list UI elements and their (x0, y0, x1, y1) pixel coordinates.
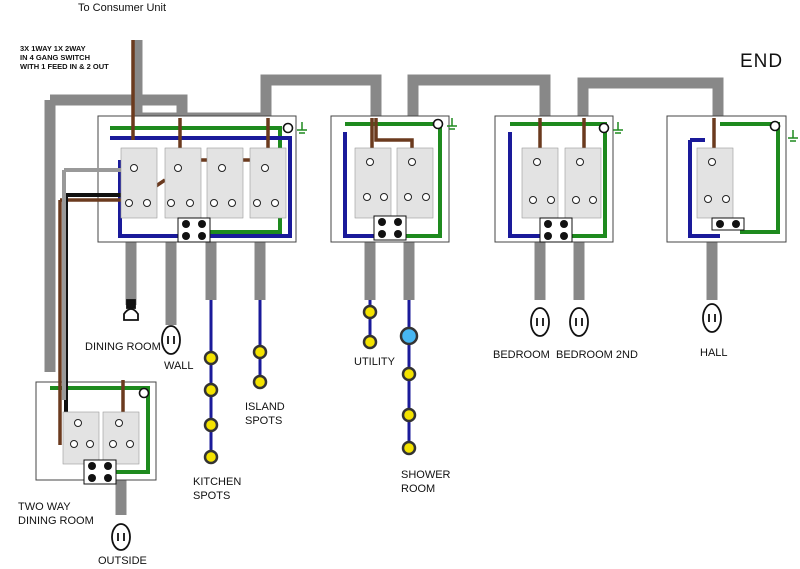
hall-bulb (702, 303, 722, 333)
kitchen-spot-2 (203, 382, 219, 398)
bedroom-gang-2 (564, 147, 602, 219)
kitchen-spot-4 (203, 449, 219, 465)
bedroom-label: BEDROOM (493, 349, 550, 361)
utility-label: UTILITY (354, 356, 395, 368)
shower-spot-1 (401, 366, 417, 382)
connector-blocks (83, 215, 745, 485)
pendant-bulbs (111, 299, 722, 551)
two-way-dining-label: TWO WAY DINING ROOM (18, 501, 94, 527)
wall-label: WALL (164, 360, 194, 372)
outside-bulb (111, 523, 131, 551)
switch-note: 3X 1WAY 1X 2WAY IN 4 GANG SWITCH WITH 1 … (20, 44, 109, 71)
gang-4 (249, 147, 287, 219)
utility-spot-2 (362, 334, 378, 350)
utility-spot-1 (362, 304, 378, 320)
kitchen-spot-3 (203, 417, 219, 433)
lamp-cables (209, 300, 411, 460)
dining-room-bulb (123, 299, 139, 321)
island-spot-2 (252, 374, 268, 390)
utility-gang-2 (396, 147, 434, 219)
shower-room-label: SHOWER ROOM (401, 469, 451, 495)
kitchen-spot-1 (203, 350, 219, 366)
wall-bulb (161, 325, 181, 355)
gang-2 (164, 147, 202, 219)
shower-spot-3 (401, 440, 417, 456)
utility-gang-1 (354, 147, 392, 219)
lamps (203, 304, 419, 465)
bedroom-2nd-bulb (569, 307, 589, 337)
gang-3 (206, 147, 244, 219)
shower-spot-2 (401, 407, 417, 423)
terminals (70, 158, 730, 448)
switch-gangs (62, 147, 734, 465)
bedroom-2nd-label: BEDROOM 2ND (556, 349, 638, 361)
earth-screws (138, 118, 781, 399)
grey-cables (44, 40, 724, 515)
hall-label: HALL (700, 347, 728, 359)
bedroom-gang-1 (521, 147, 559, 219)
two-way-gang-1 (62, 411, 100, 465)
earth-and-neutral-loops (50, 122, 780, 474)
shower-lamp-blue (399, 326, 419, 346)
outside-label: OUTSIDE (98, 555, 147, 567)
kitchen-spots-label: KITCHEN SPOTS (193, 476, 242, 502)
bedroom-bulb (530, 307, 550, 337)
end-label: END (740, 51, 784, 72)
gang-1 (120, 147, 158, 219)
feed-label: To Consumer Unit (78, 2, 167, 14)
island-spots-label: ISLAND SPOTS (245, 401, 285, 427)
hall-gang-1 (696, 147, 734, 219)
earth-symbols (297, 118, 798, 142)
dining-room-label: DINING ROOM (85, 341, 161, 353)
island-spot-1 (252, 344, 268, 360)
